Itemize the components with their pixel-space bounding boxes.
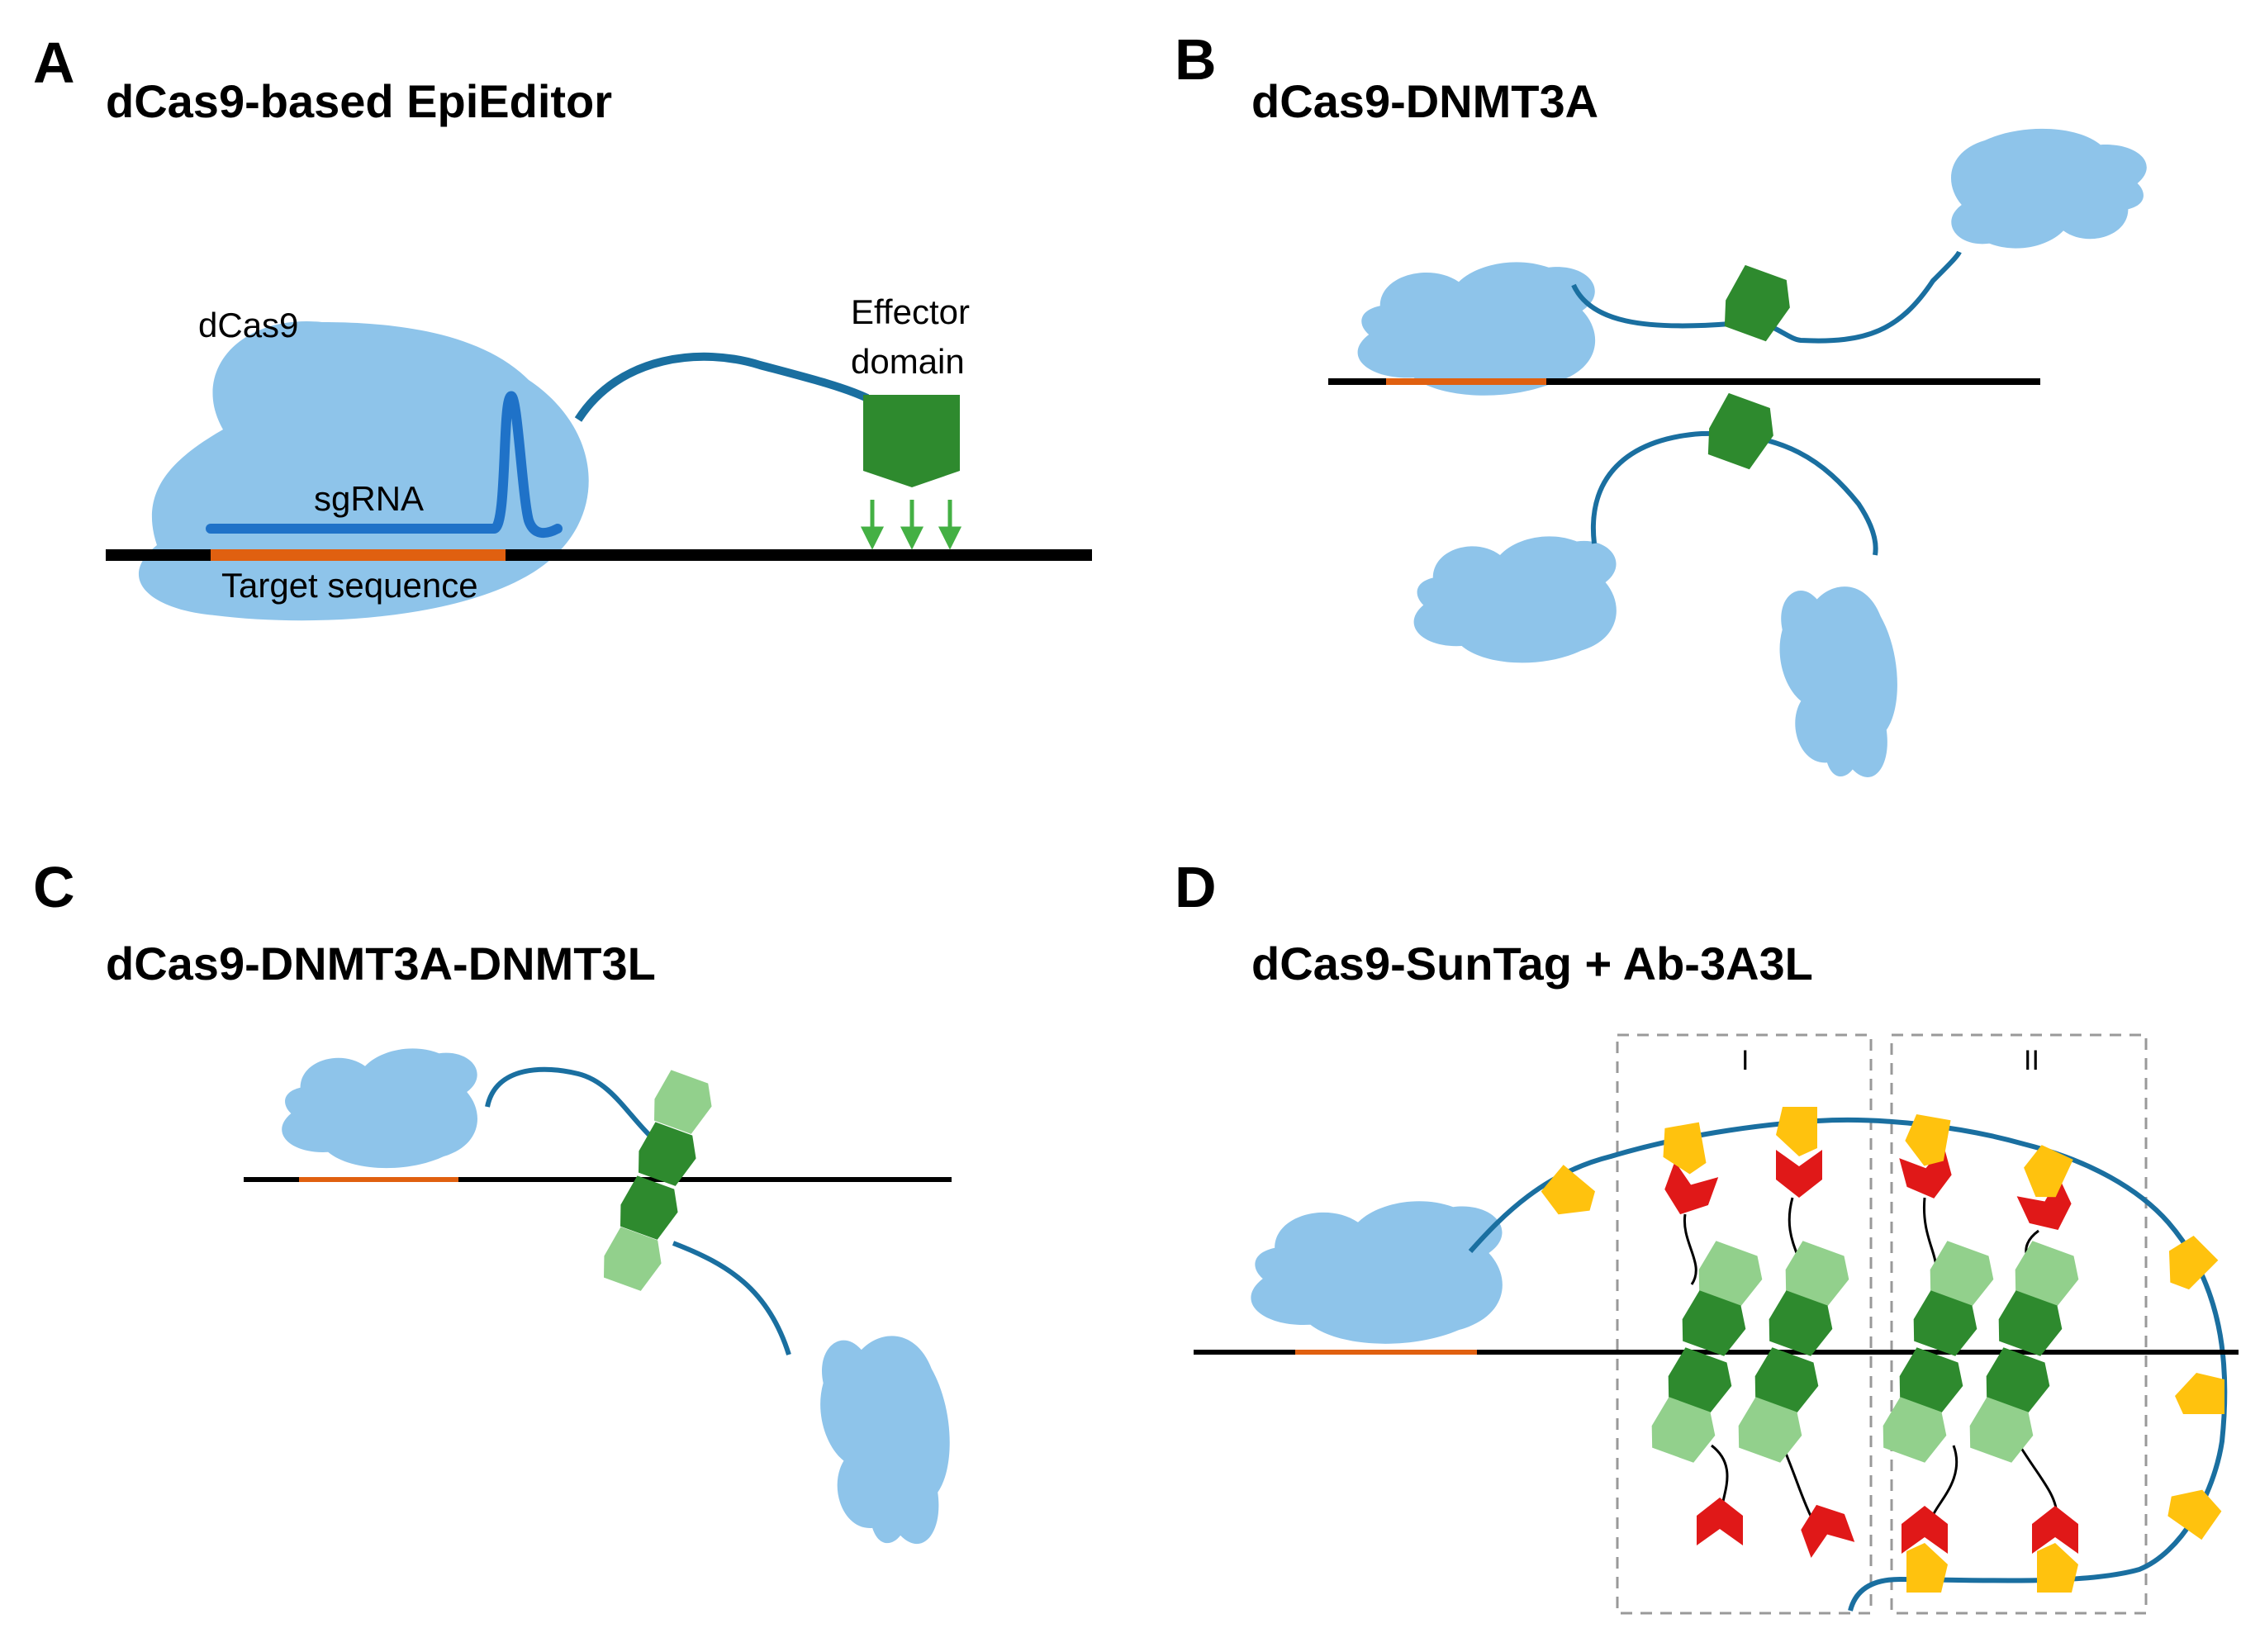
antibody-icon xyxy=(1776,1150,1822,1198)
antibody-icon xyxy=(1794,1497,1855,1559)
box-i xyxy=(1616,1033,1873,1615)
tether xyxy=(2018,1445,2058,1517)
panel-c-title: dCas9-DNMT3A-DNMT3L xyxy=(106,938,656,990)
panel-a: A dCas9-based EpiEditor dCas9 sgRNA Targ… xyxy=(33,31,1092,621)
box-ii xyxy=(1890,1033,2148,1615)
suntag-epitope-icon xyxy=(1906,1543,1948,1593)
panel-a-letter: A xyxy=(33,31,75,95)
suntag-epitope-icon xyxy=(1658,1122,1708,1179)
antibody-icon xyxy=(1697,1498,1743,1545)
dnmt-domains-lower xyxy=(1645,1345,2057,1467)
arrow-head-icon xyxy=(900,526,924,550)
panel-b: B dCas9-DNMT3A xyxy=(1175,27,2147,785)
linker xyxy=(672,1241,791,1355)
dnmt3a-domain xyxy=(1700,391,1783,473)
suntag-epitope-icon xyxy=(1776,1107,1817,1156)
dnmt3a-partner-protein xyxy=(1951,128,2147,249)
target-sequence-label: Target sequence xyxy=(221,566,478,605)
linker xyxy=(485,1066,655,1141)
suntag-epitope-icon xyxy=(2037,1543,2078,1593)
tether xyxy=(1683,1213,1697,1285)
panel-d-letter: D xyxy=(1175,855,1217,919)
suntag-epitope-icon xyxy=(2161,1477,2225,1540)
arrow-head-icon xyxy=(938,526,962,550)
box-ii-label: II xyxy=(2024,1045,2039,1076)
panel-d-title: dCas9-SunTag + Ab-3A3L xyxy=(1251,938,1813,990)
sgrna xyxy=(206,391,563,539)
dnmt3a-partner-protein xyxy=(1774,582,1906,785)
dcas9-label: dCas9 xyxy=(198,306,298,344)
dnmt3a-partner-protein xyxy=(1413,536,1617,663)
effector-label-line1: Effector xyxy=(851,292,970,331)
panel-b-title: dCas9-DNMT3A xyxy=(1251,75,1598,127)
dnmt-domains-upper xyxy=(1675,1238,2086,1360)
sgrna-label: sgRNA xyxy=(314,479,424,518)
arrow-head-icon xyxy=(860,526,885,550)
panel-d: D dCas9-SunTag + Ab-3A3L I II xyxy=(1175,855,2239,1615)
panel-c: C dCas9-DNMT3A-DNMT3L xyxy=(33,855,959,1552)
dcas9-protein xyxy=(138,321,589,621)
dcas9-protein xyxy=(1251,1201,1503,1344)
effector-domain xyxy=(863,395,960,487)
linker xyxy=(574,352,870,422)
panel-b-letter: B xyxy=(1175,27,1217,92)
effector-label-line2: domain xyxy=(851,342,965,381)
tether xyxy=(1781,1445,1812,1517)
dnmt3a-partner-protein xyxy=(814,1332,959,1552)
panel-c-letter: C xyxy=(33,855,75,919)
tether xyxy=(1931,1445,1959,1517)
dcas9-protein xyxy=(282,1048,477,1169)
linker xyxy=(1571,250,1962,344)
suntag-epitope-icon xyxy=(2175,1373,2224,1414)
suntag-epitope-icon xyxy=(1536,1165,1602,1229)
box-i-label: I xyxy=(1741,1045,1749,1076)
panel-a-title: dCas9-based EpiEditor xyxy=(106,75,612,127)
dcas9-protein xyxy=(1357,262,1596,396)
effector-arrows xyxy=(860,500,962,550)
